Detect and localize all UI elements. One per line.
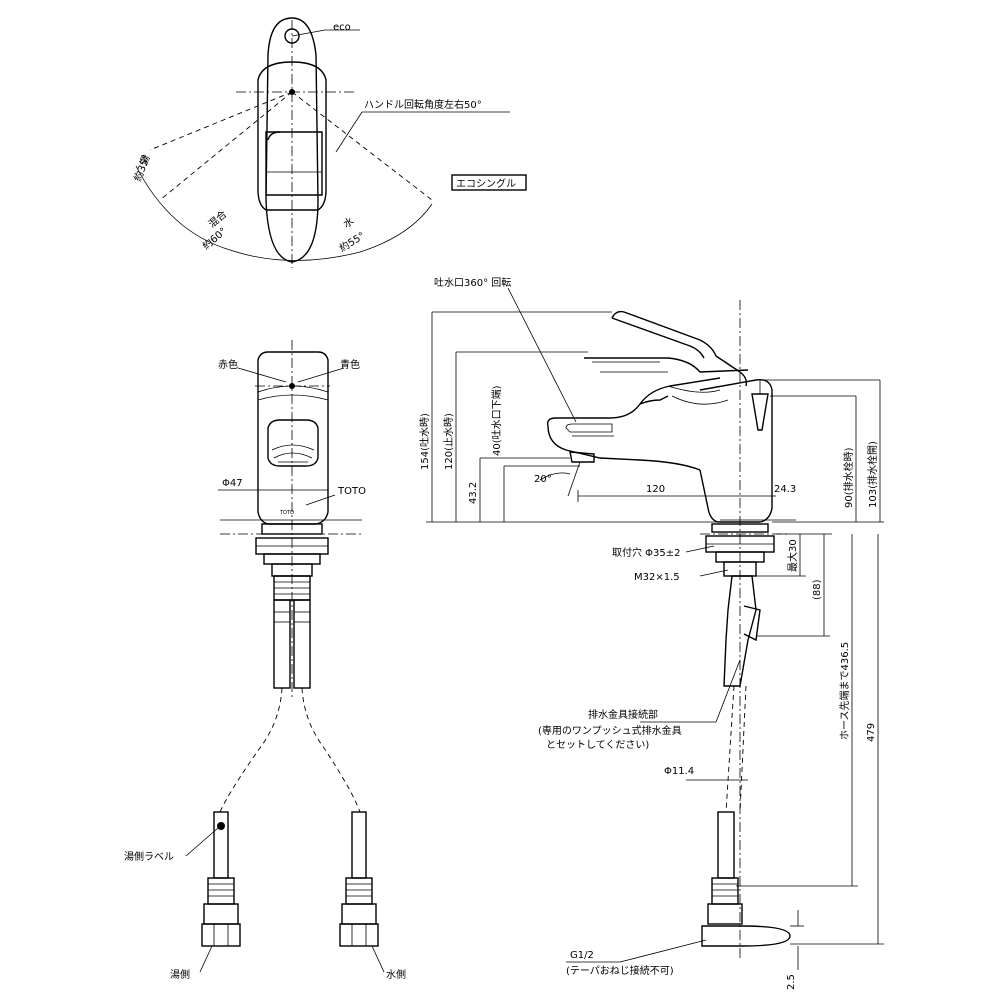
dim-479: 479	[866, 723, 877, 742]
eco-label: eco	[333, 22, 351, 33]
mount-hole-label: 取付穴 Φ35±2	[612, 546, 681, 559]
cold-side-text: 水側	[386, 968, 406, 981]
angle-cold-label: 水	[341, 215, 356, 230]
max-30-label: 最大30	[786, 539, 799, 572]
handle-rotation-label: ハンドル回転角度左右50°	[364, 98, 482, 111]
drain-connection-label: 排水金具接続部	[588, 708, 658, 721]
hot-side-text: 湯側	[170, 968, 190, 981]
g12-note: (テーパおねじ接続不可)	[566, 964, 674, 977]
angle-hot-value: 約35°	[131, 153, 153, 184]
top-view	[135, 17, 527, 268]
spout-rotation-label: 吐水口360° 回転	[434, 277, 511, 289]
side-view	[426, 287, 884, 970]
hose-length-label: ホース先端まで436.5	[838, 642, 851, 740]
drain-note-1: (専用のワンプッシュ式排水金具	[538, 724, 682, 737]
dim-40: 40(吐水口下端)	[490, 385, 503, 456]
dim-90: 90(排水栓時)	[842, 447, 855, 508]
angle-hot-label: 湯	[137, 153, 153, 167]
drain-note-2: とセットしてください)	[546, 739, 649, 751]
dim-154: 154(吐水時)	[419, 413, 431, 470]
toto-mark: TOTO	[279, 510, 294, 516]
eco-single-text: エコシングル	[456, 177, 516, 190]
thread-label: M32×1.5	[634, 572, 680, 583]
g12-label: G1/2	[570, 950, 594, 961]
eco-single-box	[451, 174, 527, 191]
front-view: TOTO	[185, 340, 385, 973]
red-label: 赤色	[218, 358, 238, 371]
dim-2-5: 2.5	[786, 974, 797, 990]
dim-120: 120(止水時)	[443, 413, 455, 470]
dim-43-2: 43.2	[468, 482, 479, 504]
angle-cold-value: 約55°	[337, 229, 367, 255]
blue-label: 青色	[340, 358, 360, 371]
dim-20-deg: 20°	[534, 474, 552, 485]
dim-24-3: 24.3	[774, 484, 796, 495]
brand-label: TOTO	[337, 486, 366, 497]
diameter-label: Φ47	[222, 478, 243, 489]
hot-side-label-text: 湯側ラベル	[124, 850, 174, 863]
angle-mix-label: 混合	[206, 207, 230, 230]
dim-11-4: Φ11.4	[664, 766, 694, 777]
dim-120-horizontal: 120	[646, 484, 665, 495]
dim-88-label: (88)	[812, 579, 823, 600]
dim-103: 103(排水栓開)	[866, 441, 879, 508]
